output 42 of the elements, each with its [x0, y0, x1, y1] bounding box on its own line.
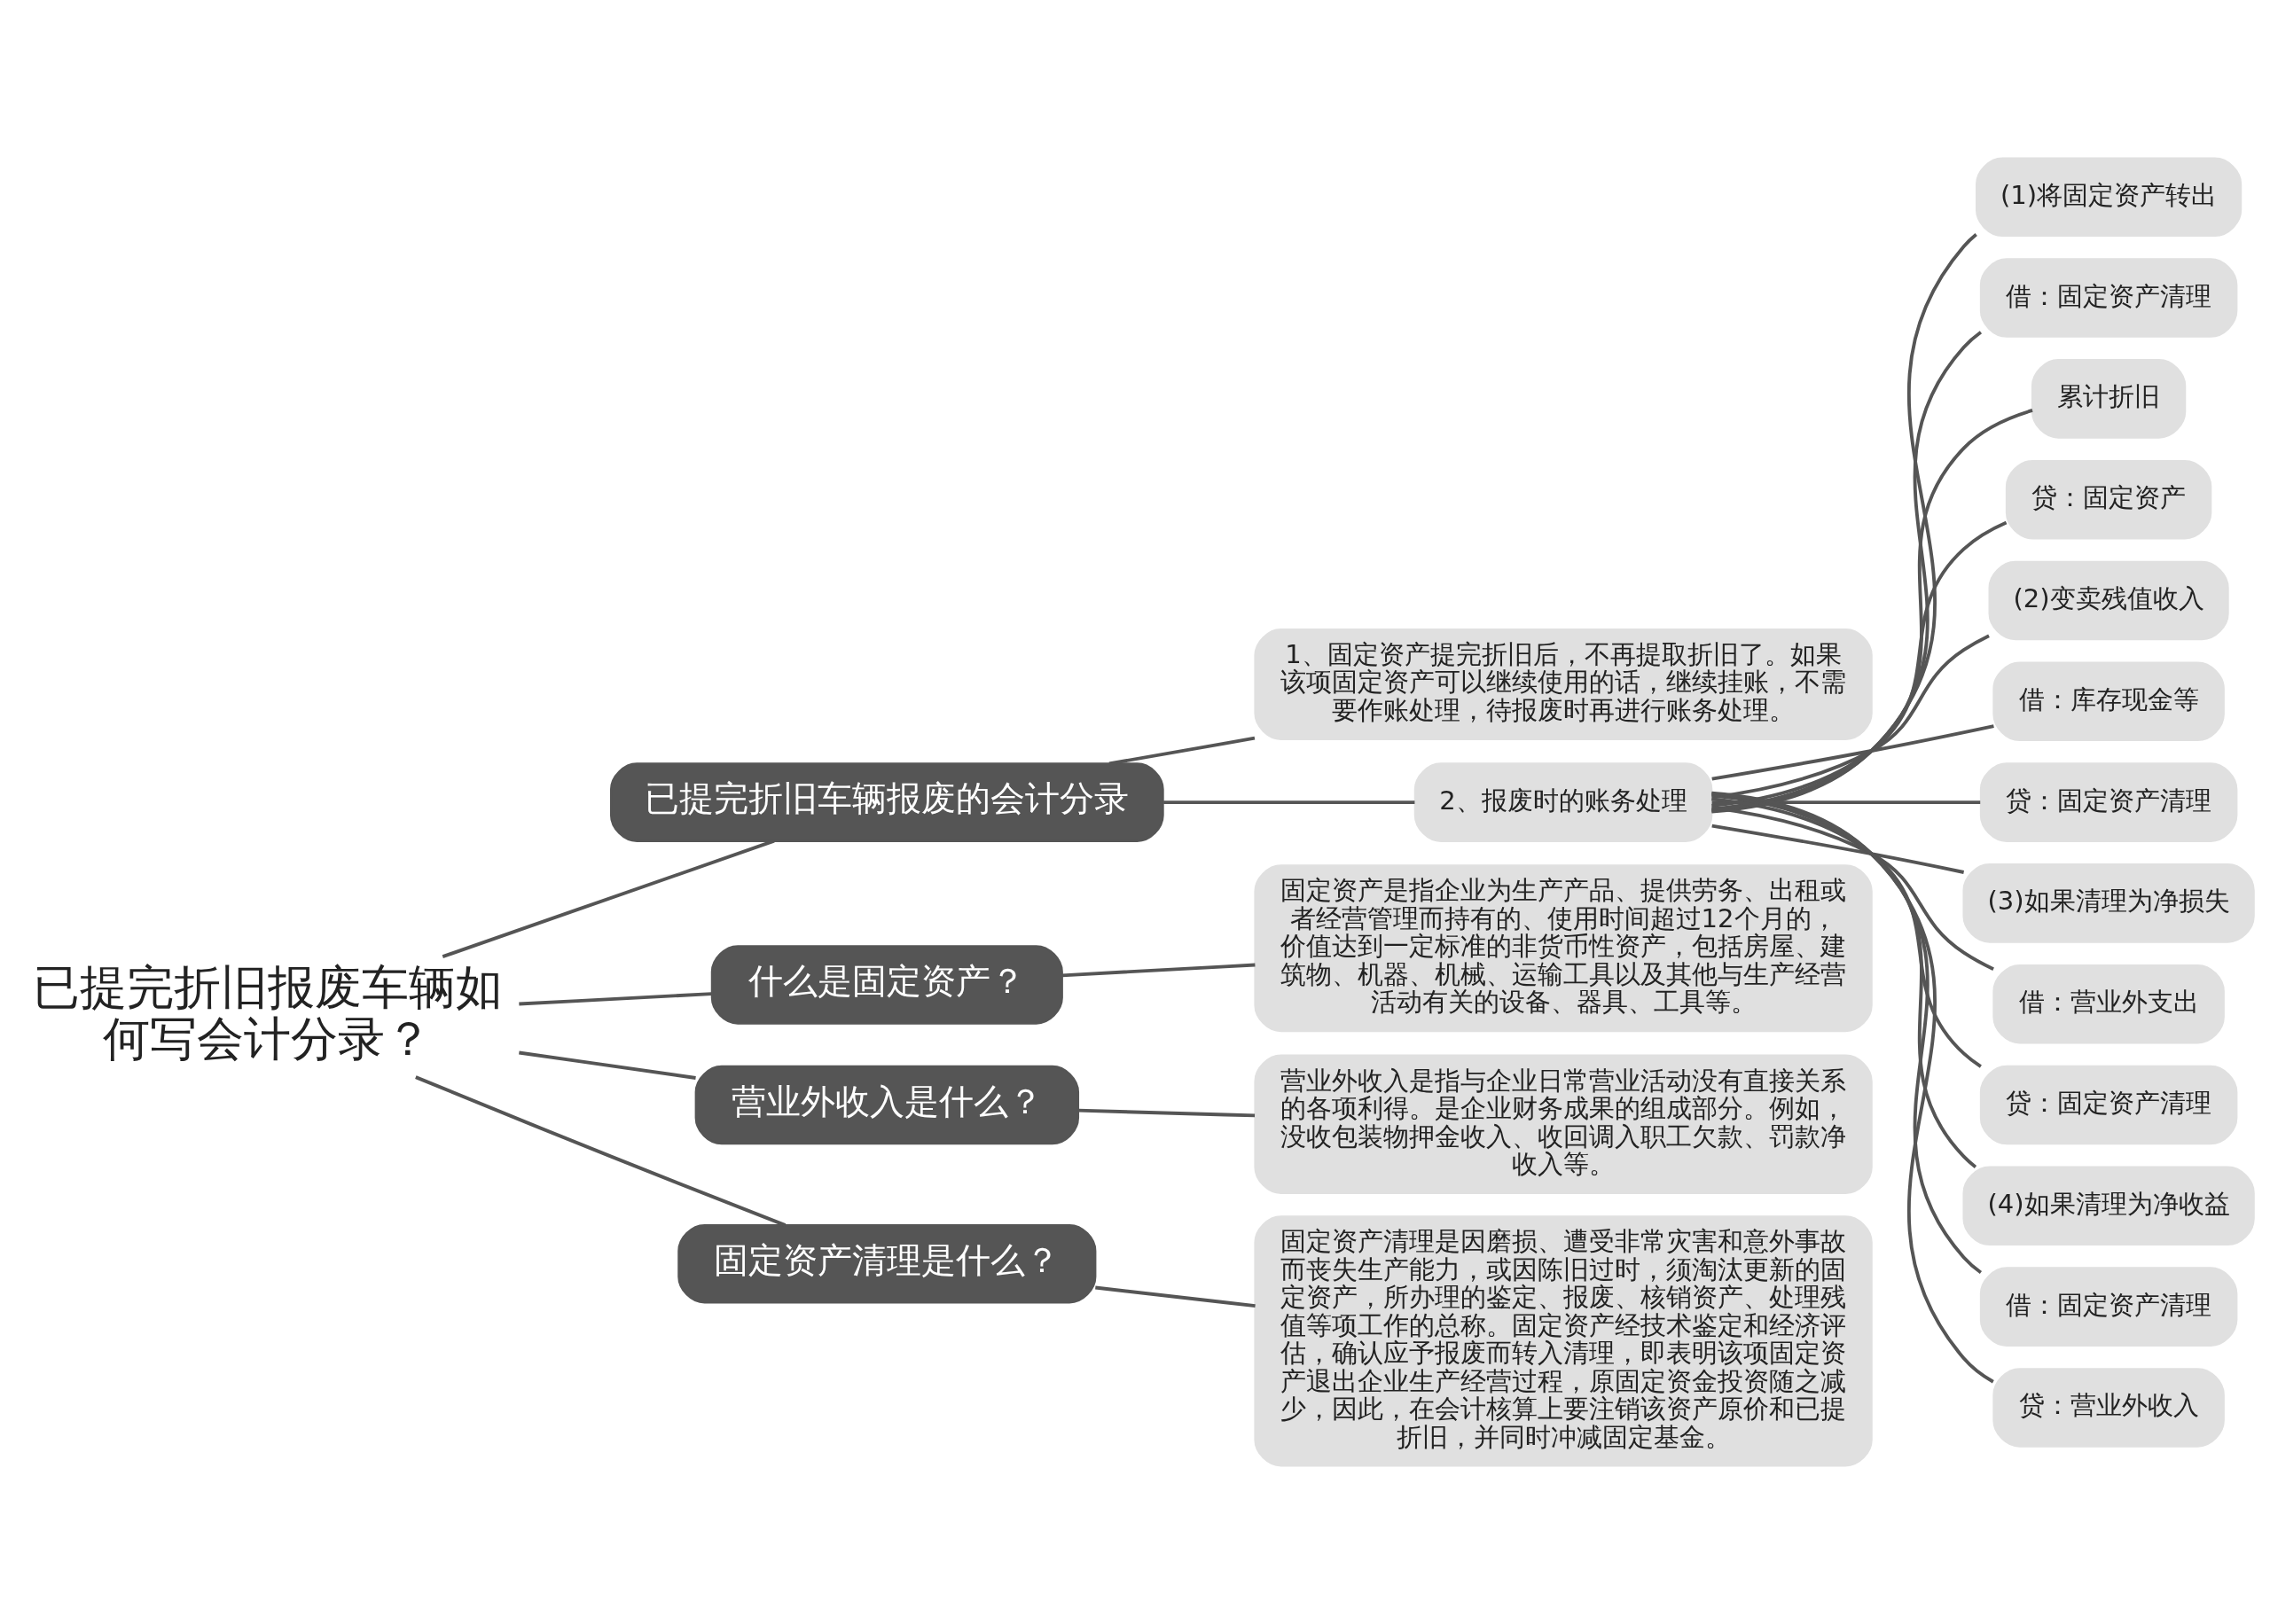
- connector: [1711, 806, 1994, 971]
- node-box: 营业外收入是什么？: [694, 1065, 1080, 1145]
- node-box: 借：营业外支出: [1992, 964, 2225, 1044]
- node-box: 贷：固定资产清理: [1979, 1065, 2238, 1145]
- connector: [519, 1050, 696, 1080]
- node-box: 固定资产清理是因磨损、遭受非常灾害和意外事故而丧失生产能力，或因陈旧过时，须淘汰更新的固定资产，所办理的鉴定、报废、核销资产、处理残值等项工作的总称。固定资产经技术鉴定和经济评估，确认应予报废而转入清理，即表明该项固定资产退出企业生产经营过程，原固定资金投资随之减少，因此，在会计核算上要注销该资产原价和已提折旧，并同时冲减固定基金。: [1254, 1215, 1873, 1467]
- connector: [1061, 963, 1256, 978]
- node-box: 借：固定资产清理: [1979, 258, 2238, 338]
- connector: [1711, 793, 1977, 1168]
- connector: [415, 1075, 787, 1227]
- connector: [1711, 409, 2033, 811]
- node-box: 什么是固定资产？: [710, 945, 1063, 1025]
- node-box: 累计折旧: [2031, 359, 2187, 439]
- node-box: 固定资产是指企业为生产产品、提供劳务、出租或者经营管理而持有的、使用时间超过12个月的，价值达到一定标准的非货币性资产，包括房屋、建筑物、机器、机械、运输工具以及其他与生产经营活动有关的设备、器具、工具等。: [1254, 864, 1873, 1033]
- node-box: 营业外收入是指与企业日常营业活动没有直接关系的各项利得。是企业财务成果的组成部分。例如，没收包装物押金收入、收回调入职工欠款、罚款净收入等。: [1254, 1054, 1873, 1194]
- connector: [1711, 331, 1983, 813]
- node-box: 贷：固定资产: [2005, 459, 2212, 540]
- node-box: (4)如果清理为净收益: [1962, 1166, 2255, 1246]
- node-box: 1、固定资产提完折旧后，不再提取折旧了。如果该项固定资产可以继续使用的话，继续挂账，不需要作账处理，待报废时再进行账务处理。: [1254, 628, 1873, 740]
- connector: [1077, 1108, 1256, 1118]
- node-box: 贷：固定资产清理: [1979, 762, 2238, 842]
- connector: [1711, 232, 1977, 814]
- connector: [1163, 800, 1415, 805]
- node-box: 固定资产清理是什么？: [677, 1223, 1097, 1304]
- connector: [1108, 736, 1256, 766]
- connector: [1711, 797, 1982, 1068]
- node-box: (1)将固定资产转出: [1976, 157, 2243, 238]
- connector: [1711, 724, 1994, 781]
- connector: [1711, 800, 1981, 805]
- node-box: (3)如果清理为净损失: [1962, 863, 2255, 943]
- connector: [1711, 824, 1964, 874]
- node-box: (2)变卖残值收入: [1988, 560, 2229, 641]
- node-box: 已提完折旧车辆报废的会计分录: [609, 762, 1164, 842]
- node-box: 借：固定资产清理: [1979, 1267, 2238, 1347]
- node-box: 贷：营业外收入: [1992, 1368, 2225, 1448]
- connector: [1095, 1285, 1256, 1308]
- node-box: 借：库存现金等: [1992, 661, 2225, 742]
- connector: [1711, 791, 1994, 1384]
- node-box: 2、报废时的账务处理: [1413, 762, 1713, 842]
- connector: [1711, 520, 2008, 808]
- connector: [519, 992, 712, 1006]
- node-text: 已提完折旧报废车辆如何写会计分录？: [32, 959, 503, 1066]
